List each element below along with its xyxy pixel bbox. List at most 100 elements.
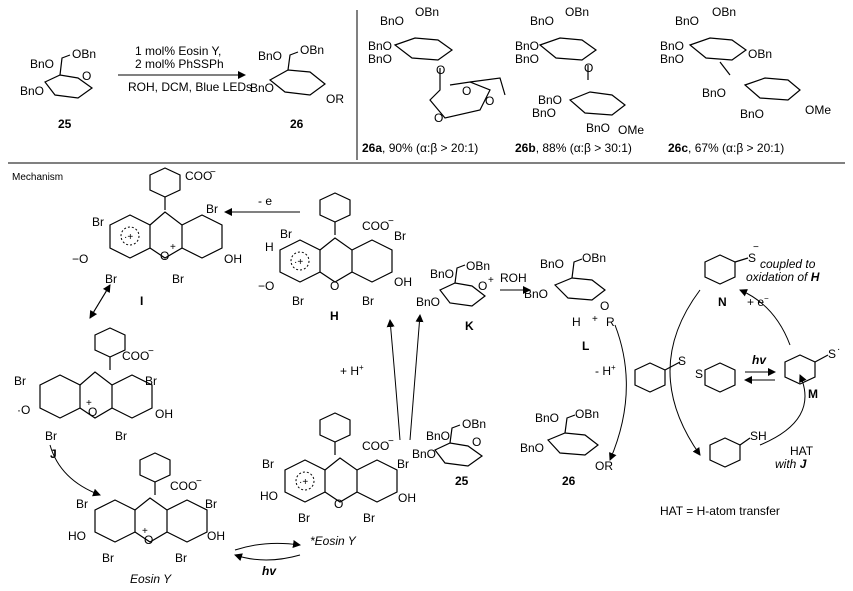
- svg-text:O: O: [485, 94, 494, 108]
- svg-text:O: O: [82, 69, 91, 83]
- svg-text:OH: OH: [394, 275, 412, 289]
- roh-label: ROH: [500, 271, 527, 285]
- svg-text:BnO: BnO: [430, 267, 454, 281]
- svg-text:BnO: BnO: [532, 106, 556, 120]
- label-M: M: [808, 387, 818, 401]
- label-I: I: [140, 294, 143, 308]
- svg-text:−: −: [196, 476, 202, 487]
- svg-text:O: O: [600, 299, 609, 313]
- l-to-26-arrow: [609, 324, 627, 461]
- structure-eosin-y-excited: COO − Br Br HO OH O ·+ Br Br *Eosin Y: [260, 412, 416, 548]
- svg-text:BnO: BnO: [416, 295, 440, 309]
- svg-text:Br: Br: [397, 457, 409, 471]
- svg-text:O: O: [436, 63, 445, 77]
- svg-text:BnO: BnO: [515, 39, 539, 53]
- svg-text:O: O: [584, 61, 593, 75]
- svg-text:BnO: BnO: [258, 49, 282, 63]
- svg-text:BnO: BnO: [426, 429, 450, 443]
- hat-label-1: HAT: [790, 444, 814, 458]
- svg-text:Br: Br: [292, 294, 304, 308]
- svg-text:Br: Br: [205, 497, 217, 511]
- svg-text:26c, 67% (α:β > 20:1): 26c, 67% (α:β > 20:1): [668, 141, 784, 155]
- svg-text:Br: Br: [102, 551, 114, 565]
- svg-text:Br: Br: [394, 229, 406, 243]
- svg-text:SH: SH: [750, 429, 767, 443]
- j-to-eosin-arrow: [49, 444, 101, 497]
- svg-text:Br: Br: [172, 272, 184, 286]
- hat-label-2: with J: [775, 457, 807, 471]
- svg-text:O: O: [88, 405, 97, 419]
- eosin-y-star-label: *Eosin Y: [310, 534, 357, 548]
- svg-text:−: −: [148, 346, 154, 357]
- svg-text:Br: Br: [280, 227, 292, 241]
- product-26a: BnO OBn BnO BnO O O O O 26a, 90% (α:β > …: [362, 5, 506, 155]
- svg-text:O: O: [472, 435, 481, 449]
- compound-26-label: 26: [290, 117, 304, 131]
- svg-text:O: O: [144, 533, 153, 547]
- svg-text:HO: HO: [68, 529, 86, 543]
- svg-text:Br: Br: [76, 497, 88, 511]
- svg-text:OMe: OMe: [805, 103, 831, 117]
- svg-text:+: +: [142, 526, 148, 537]
- svg-text:O: O: [334, 497, 343, 511]
- protonation-arrow: [386, 319, 401, 441]
- svg-text:Br: Br: [298, 511, 310, 525]
- svg-text:26b, 88% (α:β > 30:1): 26b, 88% (α:β > 30:1): [515, 141, 632, 155]
- svg-text:−: −: [753, 242, 759, 253]
- label-L: L: [582, 339, 589, 353]
- svg-text:26a, 90% (α:β > 20:1): 26a, 90% (α:β > 20:1): [362, 141, 478, 155]
- svg-text:S: S: [828, 347, 836, 361]
- svg-text:OMe: OMe: [618, 123, 644, 137]
- svg-text:S: S: [748, 251, 756, 265]
- svg-text:BnO: BnO: [520, 441, 544, 455]
- svg-text:O: O: [462, 84, 471, 98]
- svg-text:OBn: OBn: [748, 47, 772, 61]
- label-26-mech: 26: [562, 474, 576, 488]
- svg-text:BnO: BnO: [30, 57, 54, 71]
- svg-text:BnO: BnO: [524, 287, 548, 301]
- svg-text:OH: OH: [224, 252, 242, 266]
- svg-text:+: +: [592, 314, 598, 325]
- thiol-cycle: S − coupled to oxidation of H N + e− S S…: [634, 242, 840, 518]
- svg-text:Br: Br: [14, 374, 26, 388]
- svg-text:+: +: [170, 242, 176, 253]
- svg-text:−O: −O: [72, 252, 88, 266]
- svg-text:Br: Br: [45, 429, 57, 443]
- svg-text:COO: COO: [122, 349, 149, 363]
- cycle-hat-arc: [759, 374, 807, 446]
- structure-eosin-y: COO − Br Br HO OH O + Br Br Eosin Y: [68, 452, 225, 586]
- svg-text:·+: ·+: [124, 232, 133, 243]
- structure-H: COO − H Br Br −O OH O ·+ Br Br H: [258, 192, 412, 323]
- svg-text:OBn: OBn: [462, 417, 486, 431]
- svg-text:OBn: OBn: [565, 5, 589, 19]
- svg-text:OH: OH: [398, 491, 416, 505]
- structure-K: BnO OBn BnO O + K: [416, 259, 494, 333]
- svg-text:Br: Br: [363, 511, 375, 525]
- svg-text:−: −: [388, 436, 394, 447]
- condition-line-3: ROH, DCM, Blue LEDs: [128, 80, 252, 94]
- svg-text:BnO: BnO: [368, 52, 392, 66]
- svg-text:BnO: BnO: [702, 86, 726, 100]
- svg-text:BnO: BnO: [368, 39, 392, 53]
- compound-25-label: 25: [58, 117, 72, 131]
- structure-I: COO − Br Br −O OH O + ·+ Br Br I: [72, 167, 242, 308]
- cycle-reduction-arc: [739, 289, 791, 346]
- structure-L: BnO OBn BnO O H + R L: [524, 251, 615, 353]
- svg-text:−: −: [210, 167, 216, 178]
- minus-proton-label: - H+: [595, 363, 616, 378]
- product-26b: BnO OBn BnO BnO O BnO BnO BnO OMe 26b, 8…: [515, 5, 644, 155]
- label-N: N: [718, 295, 727, 309]
- svg-text:BnO: BnO: [586, 121, 610, 135]
- product-26-structure: BnO OBn BnO OR 26: [250, 43, 344, 131]
- svg-text:·O: ·O: [17, 403, 30, 417]
- svg-text:COO: COO: [362, 439, 389, 453]
- svg-text:O: O: [160, 249, 169, 263]
- svg-text:BnO: BnO: [535, 411, 559, 425]
- svg-text:BnO: BnO: [380, 14, 404, 28]
- minus-electron-label: - e: [258, 194, 272, 208]
- svg-text:BnO: BnO: [530, 14, 554, 28]
- svg-text:HO: HO: [260, 489, 278, 503]
- svg-text:BnO: BnO: [740, 107, 764, 121]
- svg-text:OBn: OBn: [300, 43, 324, 57]
